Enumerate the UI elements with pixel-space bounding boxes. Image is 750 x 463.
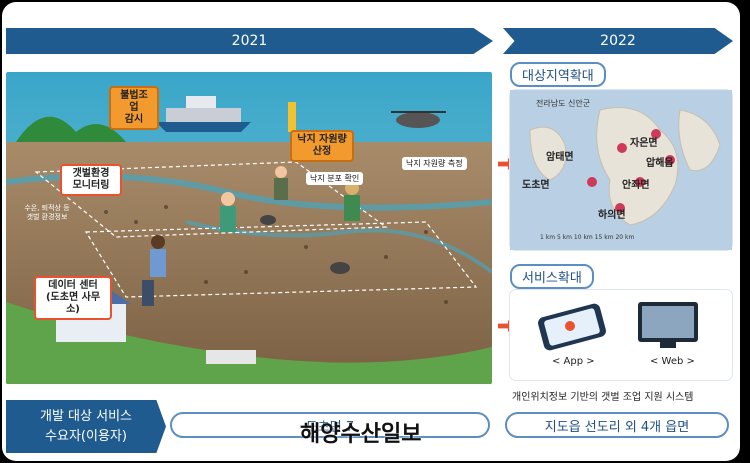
tag-octopus-measure: 낙지 자원량 측정 [402,157,467,170]
tidal-flat-illustration: 불법조업 감시 낙지 자원량 산정 갯벌환경 모니터링 데이터 센터 (도초면 … [6,72,492,384]
map-panel: 전라남도 신안군 자은면 암태면 압해읍 도초면 안좌면 하의면 1 km 5 … [510,90,732,250]
section-title-service: 서비스확대 [510,264,594,289]
map-place-5: 하의면 [598,210,626,221]
callout-tidal-monitoring-text: 갯벌환경 모니터링 [72,168,110,191]
callout-data-center: 데이터 센터 (도초면 사무소) [34,276,112,320]
scene-graphic [6,72,492,384]
map-place-4: 안좌면 [622,180,650,191]
pill-2022-users-text: 지도읍 선도리 외 4개 읍면 [544,419,690,435]
region-map [510,90,732,250]
year-2021-banner: 2021 [6,28,493,54]
service-caption: 개인위치정보 기반의 갯벌 조업 지원 시스템 [512,392,694,403]
callout-octopus-estimate-text: 낙지 자원량 산정 [297,134,347,157]
watermark-logo: 해양수산일보 [300,422,422,447]
app-web-graphic [538,302,698,351]
map-place-3: 도초면 [522,180,550,191]
pill-2021-users-text: 도초면 7 [305,419,355,435]
section-title-target-area: 대상지역확대 [510,62,606,87]
callout-illegal-fishing: 불법조업 감시 [109,86,159,130]
map-place-1: 자은면 [630,138,658,149]
map-place-0: 암태면 [546,152,574,163]
web-label: < Web > [650,356,695,367]
app-label: < App > [552,356,595,367]
tag-octopus-distribution: 낙지 분포 확인 [306,172,364,185]
callout-illegal-fishing-text: 불법조업 감시 [120,90,148,125]
env-info-note: 수온, 퇴적상 등 갯벌 환경정보 [24,204,70,221]
callout-tidal-monitoring: 갯벌환경 모니터링 [60,164,122,196]
bottom-left-line1: 개발 대상 서비스 [40,408,132,424]
year-2022-label: 2022 [600,33,636,49]
map-place-2: 압해읍 [646,158,674,169]
service-panel: < App > < Web > [510,290,732,380]
map-region-label: 전라남도 신안군 [536,99,591,108]
map-scale-bar: 1 km 5 km 10 km 15 km 20 km [540,234,635,241]
pill-2021-users: 도초면 7 [170,412,490,438]
callout-data-center-text: 데이터 센터 (도초면 사무소) [45,280,101,315]
bottom-left-label: 개발 대상 서비스 수요자(이용자) [6,400,166,453]
year-2021-label: 2021 [231,33,268,49]
bottom-left-line2: 수요자(이용자) [45,428,127,444]
pill-2022-users: 지도읍 선도리 외 4개 읍면 [505,412,729,438]
year-2022-banner: 2022 [503,28,733,54]
callout-octopus-estimate: 낙지 자원량 산정 [290,130,354,162]
